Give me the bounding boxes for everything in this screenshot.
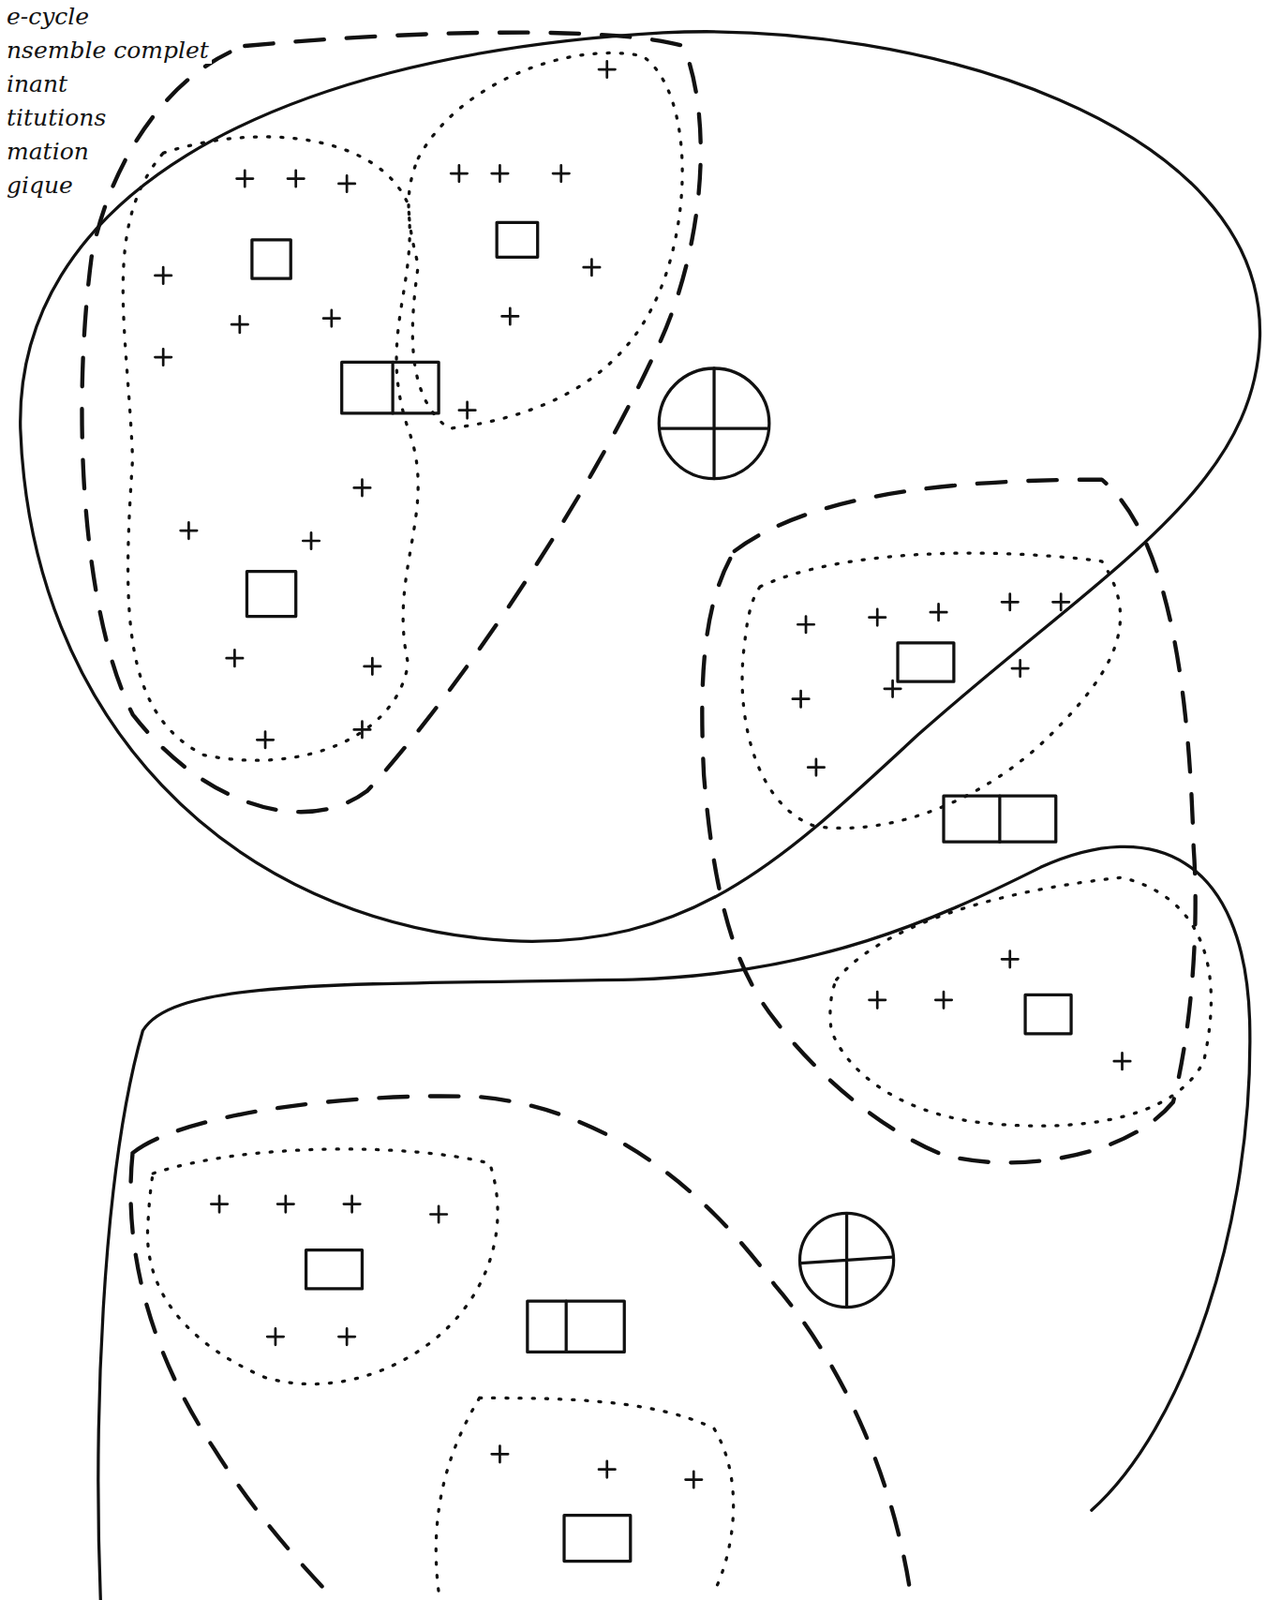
cross-marks	[154, 60, 1131, 1488]
dotted-group	[830, 877, 1212, 1126]
note-text: mation	[3, 138, 92, 165]
dotted-group	[742, 552, 1121, 828]
note-text: e-cycle	[3, 3, 92, 30]
group-outline	[81, 32, 701, 813]
group-outline	[130, 1095, 913, 1600]
square-symbol	[527, 1300, 625, 1352]
square-symbol	[1025, 994, 1072, 1033]
dotted-group	[122, 136, 418, 760]
square-symbol	[564, 1515, 631, 1562]
region-outline	[98, 846, 1251, 1600]
note-text: titutions	[3, 104, 109, 132]
square-symbol	[496, 222, 538, 257]
cross-circle	[658, 368, 770, 479]
note-text: nsemble complet	[3, 37, 212, 64]
dotted-group	[435, 1397, 733, 1592]
region-outline	[20, 31, 1261, 941]
square-symbol	[246, 571, 296, 617]
square-symbol	[252, 239, 291, 279]
square-symbol	[306, 1250, 363, 1289]
group-outline	[701, 479, 1195, 1163]
cross-circle	[799, 1212, 894, 1307]
square-symbol	[897, 642, 954, 682]
note-text: gique	[3, 172, 76, 199]
dotted-group	[147, 1148, 498, 1385]
dotted-group	[408, 52, 683, 429]
square-symbol	[342, 361, 439, 413]
square-symbol	[943, 795, 1057, 842]
note-text: inant	[3, 71, 71, 98]
